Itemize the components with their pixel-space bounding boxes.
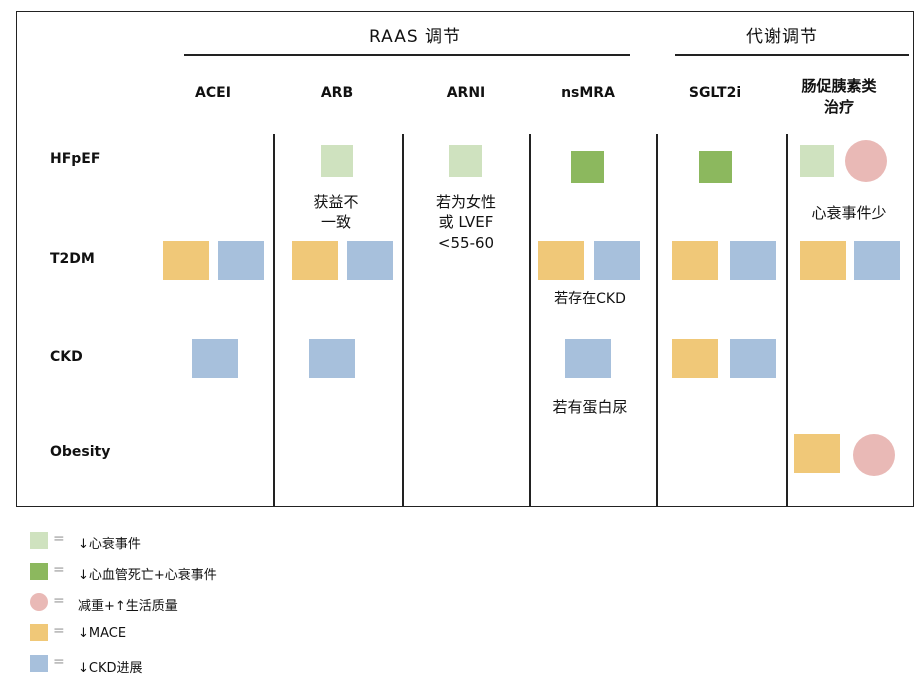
legend-swatch-dark-green — [30, 563, 48, 580]
column-divider — [529, 134, 531, 506]
column-header-arni: ARNI — [446, 85, 486, 101]
legend-swatch-orange — [30, 624, 48, 641]
blue-marker — [218, 241, 264, 280]
legend-label: 减重+↑生活质量 — [78, 599, 178, 614]
column-header-incretin-line1: 肠促胰素类 — [801, 77, 877, 95]
pink-marker — [845, 140, 887, 182]
row-header-ckd: CKD — [50, 349, 83, 365]
orange-marker — [672, 339, 718, 378]
column-header-sglt2i: SGLT2i — [688, 85, 742, 101]
legend-label: ↓心血管死亡+心衰事件 — [78, 568, 217, 583]
light-green-marker — [449, 145, 482, 177]
orange-marker — [794, 434, 840, 473]
orange-marker — [800, 241, 846, 280]
orange-marker — [292, 241, 338, 280]
blue-marker — [594, 241, 640, 280]
light-green-marker — [800, 145, 834, 177]
row-header-hfpef: HFpEF — [50, 151, 101, 167]
column-divider — [786, 134, 788, 506]
row-header-t2dm: T2DM — [50, 251, 95, 267]
row-header-obesity: Obesity — [50, 444, 111, 460]
legend-equals: = — [53, 654, 65, 670]
group-title-metabolic: 代谢调节 — [746, 27, 818, 47]
orange-marker — [672, 241, 718, 280]
legend-label: ↓CKD进展 — [78, 661, 143, 676]
column-divider — [402, 134, 404, 506]
blue-marker — [730, 339, 776, 378]
column-header-incretin-line2: 治疗 — [823, 98, 854, 116]
blue-marker — [730, 241, 776, 280]
blue-marker — [192, 339, 238, 378]
raas-group-underline — [184, 54, 630, 56]
orange-marker — [538, 241, 584, 280]
note-nsmra-t2dm: 若存在CKD — [554, 291, 626, 307]
light-green-marker — [321, 145, 353, 177]
table-frame — [16, 11, 914, 507]
column-divider — [273, 134, 275, 506]
legend-label: ↓心衰事件 — [78, 537, 141, 552]
legend-equals: = — [53, 623, 65, 639]
note-arni: <55-60 — [437, 234, 495, 252]
column-header-acei: ACEI — [195, 85, 231, 101]
note-arni: 若为女性 — [435, 193, 496, 211]
note-arni: 或 LVEF — [438, 213, 494, 231]
group-title-raas: RAAS 调节 — [368, 27, 462, 47]
orange-marker — [163, 241, 209, 280]
blue-marker — [347, 241, 393, 280]
blue-marker — [854, 241, 900, 280]
legend-equals: = — [53, 562, 65, 578]
note-arb-hfpef: 一致 — [320, 213, 351, 231]
column-divider — [656, 134, 658, 506]
legend-equals: = — [53, 531, 65, 547]
note-incretin-hfpef: 心衰事件少 — [811, 204, 887, 222]
blue-marker — [565, 339, 611, 378]
dark-green-marker — [699, 151, 732, 183]
legend-equals: = — [53, 593, 65, 609]
metabolic-group-underline — [675, 54, 909, 56]
dark-green-marker — [571, 151, 604, 183]
column-header-nsmra: nsMRA — [561, 85, 615, 101]
legend-swatch-pink — [30, 593, 48, 611]
pink-marker — [853, 434, 895, 476]
legend-swatch-blue — [30, 655, 48, 672]
column-header-arb: ARB — [320, 85, 354, 101]
legend-swatch-light-green — [30, 532, 48, 549]
blue-marker — [309, 339, 355, 378]
legend-label: ↓MACE — [78, 626, 127, 641]
note-arb-hfpef: 获益不 — [313, 193, 359, 211]
note-nsmra-ckd: 若有蛋白尿 — [552, 398, 628, 416]
